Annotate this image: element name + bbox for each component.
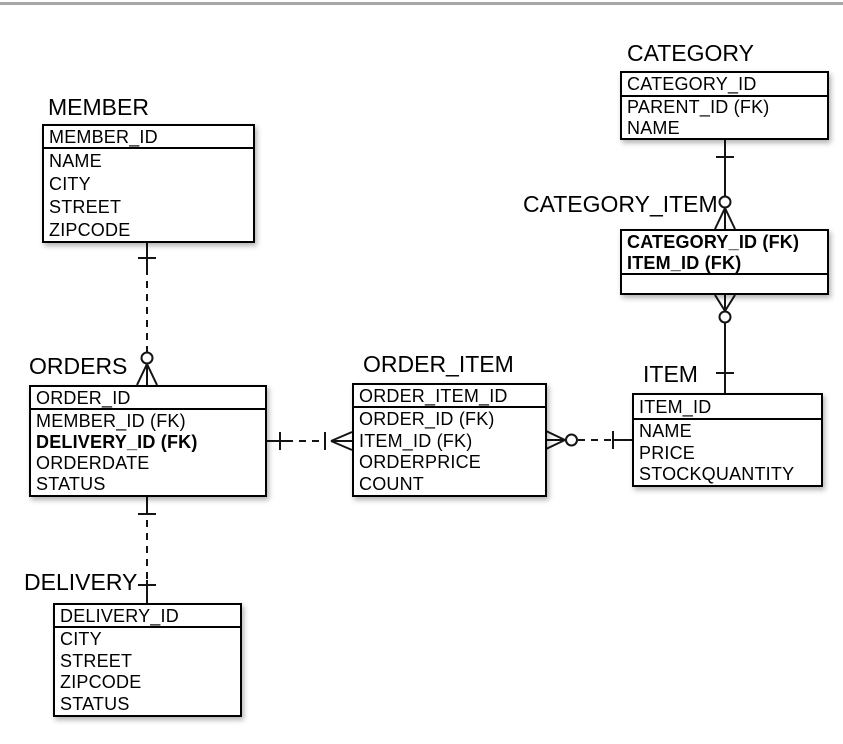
entity-title: DELIVERY (24, 569, 138, 595)
attribute-row: STOCKQUANTITY (639, 464, 795, 485)
entity-delivery: DELIVERY DELIVERY_ID CITY STREET ZIPCODE… (24, 569, 242, 717)
attribute-section: NAME PRICE STOCKQUANTITY (634, 420, 821, 485)
attribute-row: CATEGORY_ID (FK) (627, 231, 800, 252)
empty-attribute-section (622, 275, 827, 293)
entity-title: CATEGORY_ITEM (523, 191, 718, 217)
attribute-row: DELIVERY_ID (FK) (36, 431, 198, 452)
attribute-section: NAME CITY STREET ZIPCODE (44, 149, 253, 241)
entity-box: MEMBER_ID NAME CITY STREET ZIPCODE (42, 124, 255, 243)
attribute-row: NAME (627, 117, 680, 138)
entity-category-item: CATEGORY_ITEM CATEGORY_ID (FK) ITEM_ID (… (523, 191, 829, 295)
attribute-row: ITEM_ID (FK) (359, 430, 473, 451)
crow-foot-marker (136, 363, 158, 386)
entity-title: ITEM (643, 361, 698, 387)
attribute-row: ORDER_ITEM_ID (359, 385, 508, 406)
attribute-row: ITEM_ID (FK) (627, 252, 742, 273)
entity-box: ORDER_ITEM_ID ORDER_ID (FK) ITEM_ID (FK)… (352, 383, 547, 497)
attribute-row: ITEM_ID (639, 396, 712, 417)
entity-box: CATEGORY_ID (FK) ITEM_ID (FK) (620, 229, 829, 295)
attribute-row: MEMBER_ID (FK) (36, 410, 186, 431)
attribute-row: DELIVERY_ID (60, 605, 179, 626)
entity-title: ORDERS (29, 353, 128, 379)
attribute-row: CITY (60, 628, 102, 649)
attribute-row: STATUS (60, 694, 130, 715)
crow-foot-marker (545, 430, 566, 450)
attribute-section: MEMBER_ID (FK) DELIVERY_ID (FK) ORDERDAT… (31, 410, 265, 495)
top-divider-rule (0, 2, 843, 5)
entity-member: MEMBER MEMBER_ID NAME CITY STREET ZIPCOD… (42, 94, 255, 243)
entity-category: CATEGORY CATEGORY_ID PARENT_ID (FK) NAME (620, 40, 829, 140)
attribute-row: STREET (60, 650, 133, 671)
attribute-row: PRICE (639, 442, 696, 463)
entity-orders: ORDERS ORDER_ID MEMBER_ID (FK) DELIVERY_… (29, 353, 267, 497)
cardinality-zero-marker (718, 310, 732, 324)
attribute-row: ORDER_ID (FK) (359, 408, 495, 429)
crow-foot-marker (330, 431, 353, 451)
attribute-row: ORDER_ID (36, 387, 131, 408)
entity-box: ORDER_ID MEMBER_ID (FK) DELIVERY_ID (FK)… (29, 385, 267, 497)
primary-key-section: ORDER_ITEM_ID (354, 385, 545, 408)
primary-key-section: MEMBER_ID (44, 126, 253, 149)
attribute-section: ORDER_ID (FK) ITEM_ID (FK) ORDERPRICE CO… (354, 408, 545, 495)
attribute-row: ORDERPRICE (359, 452, 482, 473)
primary-key-section: CATEGORY_ID (622, 73, 827, 97)
entity-box: CATEGORY_ID PARENT_ID (FK) NAME (620, 71, 829, 140)
cardinality-zero-marker (718, 195, 732, 209)
entity-title: MEMBER (48, 94, 149, 120)
primary-key-section: CATEGORY_ID (FK) ITEM_ID (FK) (622, 231, 827, 275)
attribute-row: NAME (49, 150, 102, 171)
attribute-row: STREET (49, 196, 122, 217)
relationship-item-orderitem (545, 430, 632, 450)
entity-box: DELIVERY_ID CITY STREET ZIPCODE STATUS (53, 603, 242, 717)
attribute-row: COUNT (359, 474, 424, 495)
primary-key-section: ITEM_ID (634, 395, 821, 420)
entity-box: ITEM_ID NAME PRICE STOCKQUANTITY (632, 393, 823, 487)
relationship-item-categoryitem (714, 294, 736, 393)
primary-key-section: DELIVERY_ID (55, 605, 240, 628)
attribute-row: CITY (49, 173, 91, 194)
attribute-row: MEMBER_ID (49, 126, 158, 147)
entity-title: ORDER_ITEM (363, 351, 514, 377)
attribute-row: CATEGORY_ID (627, 74, 757, 94)
entity-title: CATEGORY (627, 40, 754, 66)
attribute-row: STATUS (36, 474, 106, 495)
relationship-orders-delivery (138, 497, 156, 604)
cardinality-zero-marker (140, 351, 154, 365)
attribute-row: ZIPCODE (60, 672, 142, 693)
attribute-row: NAME (639, 420, 692, 441)
entity-item: ITEM ITEM_ID NAME PRICE STOCKQUANTITY (632, 361, 823, 487)
attribute-section: CITY STREET ZIPCODE STATUS (55, 628, 240, 715)
relationship-category-categoryitem (714, 140, 736, 230)
attribute-row: ORDERDATE (36, 453, 150, 474)
cardinality-zero-marker (565, 433, 578, 447)
attribute-section: PARENT_ID (FK) NAME (622, 97, 827, 138)
crow-foot-marker (714, 294, 736, 312)
attribute-row: PARENT_ID (FK) (627, 97, 770, 118)
entity-order-item: ORDER_ITEM ORDER_ITEM_ID ORDER_ID (FK) I… (352, 351, 547, 497)
relationship-member-orders (136, 243, 158, 386)
relationship-orders-orderitem (267, 431, 353, 451)
attribute-row: ZIPCODE (49, 219, 131, 240)
primary-key-section: ORDER_ID (31, 387, 265, 410)
crow-foot-marker (714, 207, 736, 230)
